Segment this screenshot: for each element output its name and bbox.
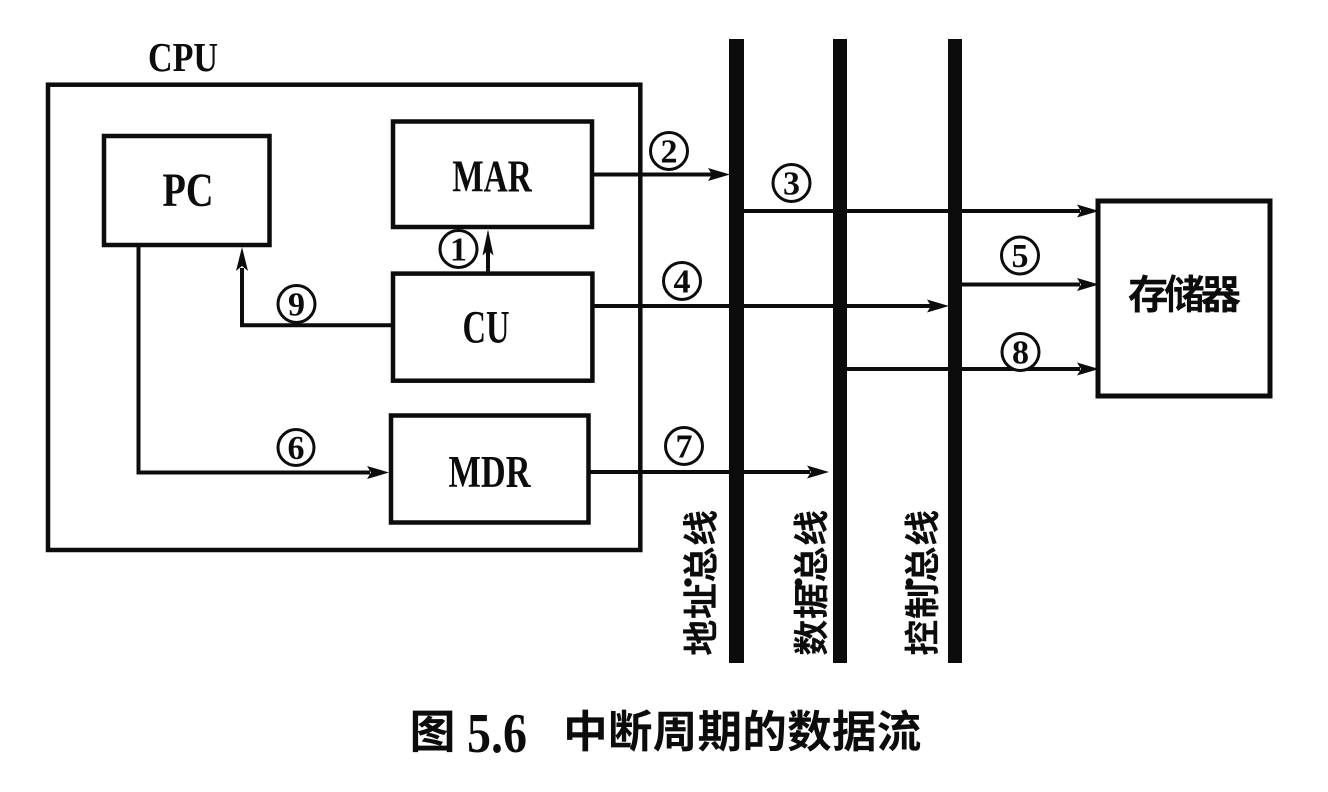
svg-text:7: 7 bbox=[676, 429, 693, 466]
svg-text:MAR: MAR bbox=[452, 151, 532, 201]
svg-text:MDR: MDR bbox=[449, 447, 532, 497]
svg-text:CU: CU bbox=[463, 302, 510, 354]
svg-text:9: 9 bbox=[288, 287, 305, 324]
svg-text:4: 4 bbox=[674, 264, 691, 301]
svg-text:6: 6 bbox=[288, 430, 305, 467]
svg-text:5: 5 bbox=[1012, 238, 1029, 275]
svg-text:PC: PC bbox=[163, 164, 214, 217]
svg-text:8: 8 bbox=[1012, 335, 1029, 372]
svg-text:CPU: CPU bbox=[148, 35, 218, 80]
svg-text:5.6: 5.6 bbox=[467, 703, 527, 765]
svg-text:3: 3 bbox=[783, 166, 800, 203]
svg-text:2: 2 bbox=[661, 134, 678, 171]
svg-text:1: 1 bbox=[450, 232, 467, 269]
